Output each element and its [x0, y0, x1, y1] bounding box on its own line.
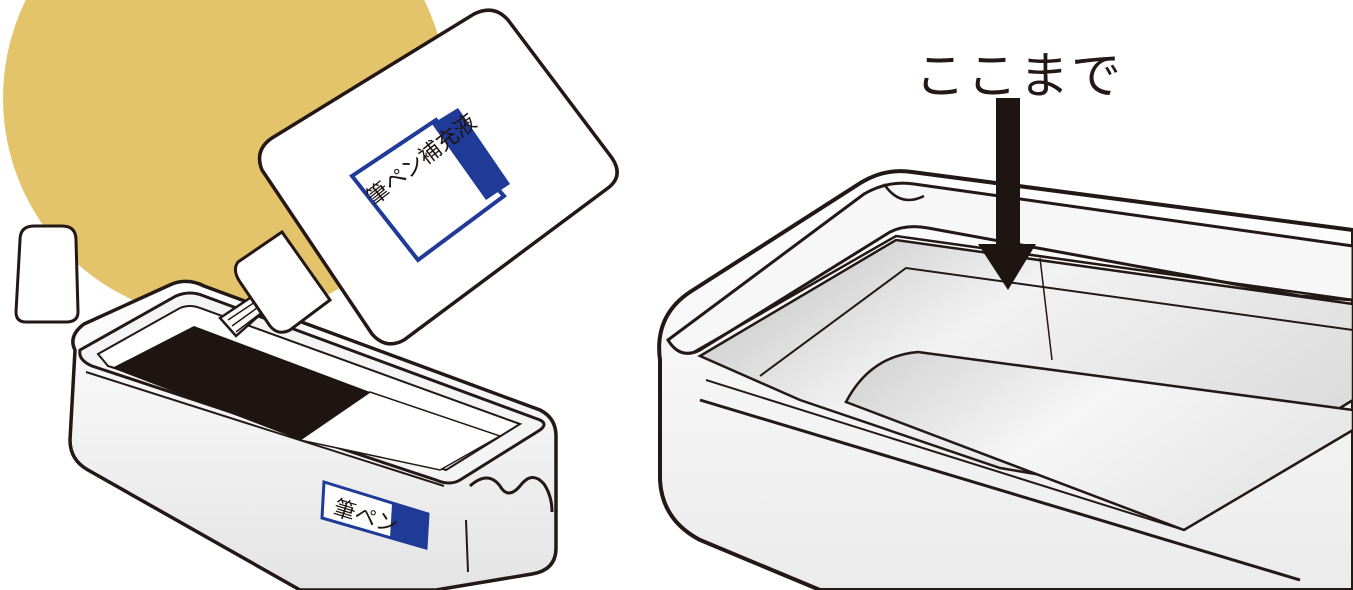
ink-case-icon: 筆ペン [70, 281, 556, 590]
fill-level-caption: ここまで [915, 36, 1123, 108]
cap-icon [16, 226, 78, 322]
